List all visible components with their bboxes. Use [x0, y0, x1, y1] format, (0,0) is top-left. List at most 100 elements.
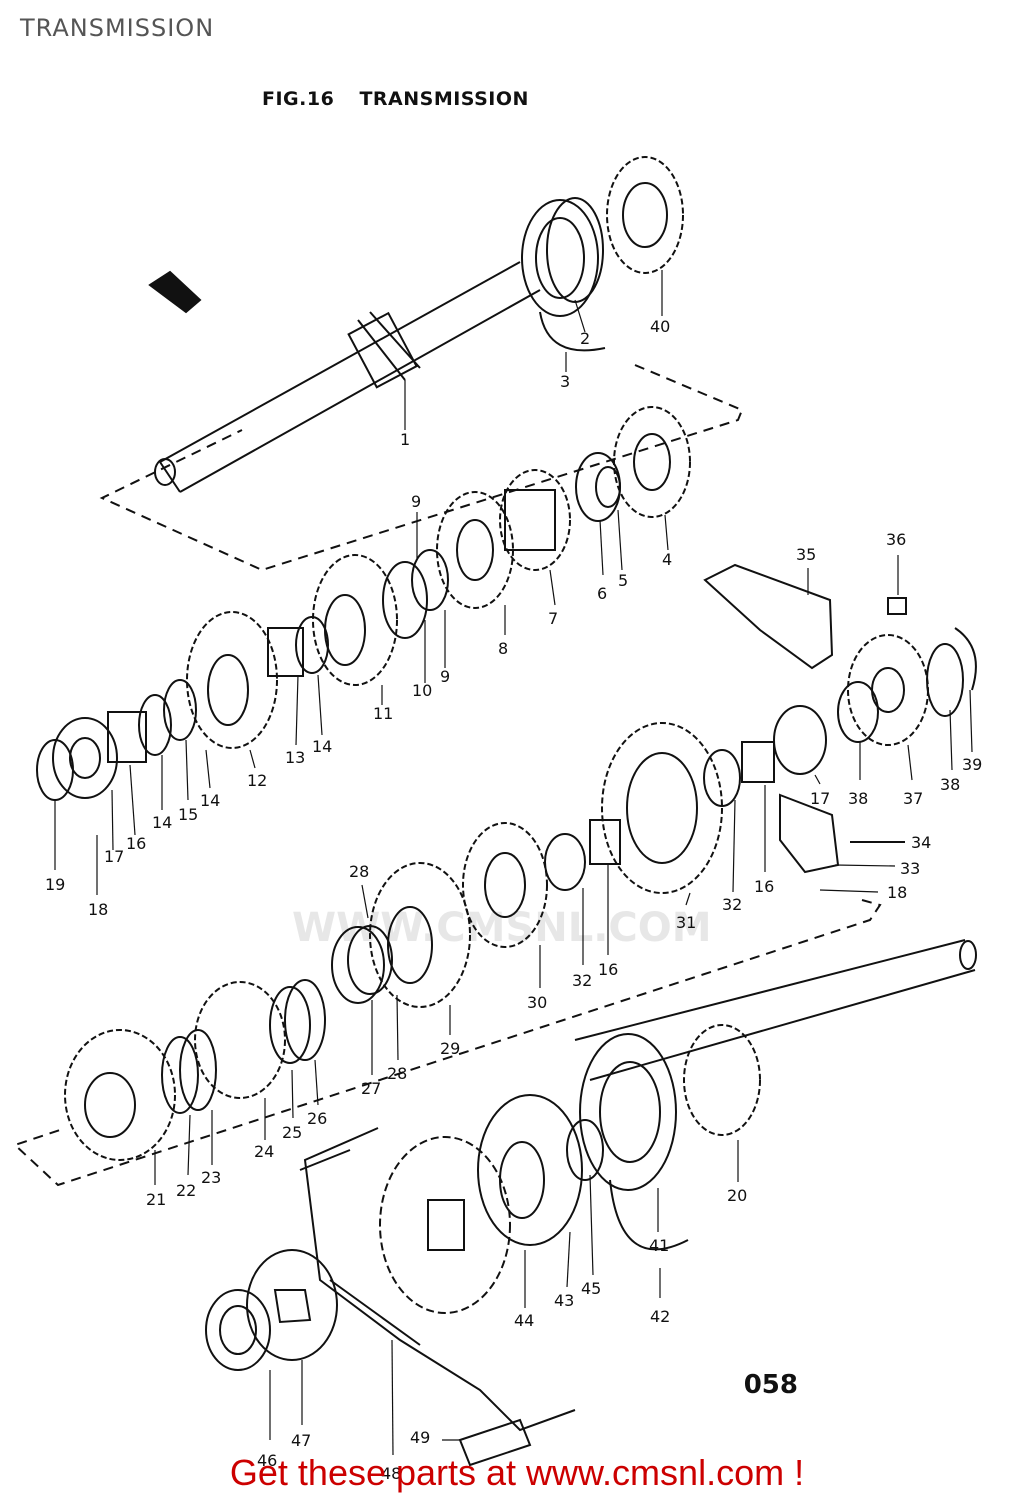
bracket-35 [703, 563, 834, 670]
callout-label: 4 [662, 550, 672, 569]
washer-14 [295, 616, 329, 674]
collar-45 [566, 1119, 604, 1181]
washer-9-10 [382, 549, 449, 639]
page-header: TRANSMISSION [20, 14, 215, 42]
plate-33 [779, 793, 840, 874]
callout-label: 33 [900, 859, 920, 878]
callout-label: 41 [649, 1236, 669, 1255]
gear-4 [613, 406, 691, 518]
callout-label: 5 [618, 571, 628, 590]
callout-label: 25 [282, 1123, 302, 1142]
callout-label: 16 [126, 834, 146, 853]
callout-label: 32 [572, 971, 592, 990]
callout-label: 3 [560, 372, 570, 391]
figure-title-text: TRANSMISSION [359, 88, 529, 110]
callout-label: 38 [940, 775, 960, 794]
callout-label: 43 [554, 1291, 574, 1310]
gear-40 [606, 156, 684, 274]
gear-30 [462, 822, 548, 948]
circlip-25-26 [269, 979, 326, 1064]
callout-label: 9 [411, 492, 421, 511]
gear-11 [312, 554, 398, 686]
callout-label: 28 [387, 1064, 407, 1083]
callout-label: 14 [312, 737, 332, 756]
gear-37 [847, 634, 929, 746]
bearing-16c [589, 819, 621, 865]
sprocket-44 [379, 1136, 511, 1314]
oil-seal-43 [477, 1094, 583, 1246]
callout-label: 10 [412, 681, 432, 700]
callout-label: 32 [722, 895, 742, 914]
bolt-36 [887, 597, 907, 615]
callout-label: 28 [349, 862, 369, 881]
callout-label: 26 [307, 1109, 327, 1128]
callout-label: 19 [45, 875, 65, 894]
gear-7 [499, 469, 571, 571]
callout-label: 16 [598, 960, 618, 979]
callout-label: 18 [88, 900, 108, 919]
callout-label: 9 [440, 667, 450, 686]
washer-47 [246, 1249, 338, 1361]
callout-label: 37 [903, 789, 923, 808]
callout-label: 47 [291, 1431, 311, 1450]
callout-label: 48 [381, 1464, 401, 1483]
reference-code: 058 [743, 1370, 798, 1400]
callout-label: 35 [796, 545, 816, 564]
bearing-2 [521, 197, 604, 317]
callout-label: 16 [754, 877, 774, 896]
circlip-28-27 [331, 925, 393, 1004]
callout-label: 14 [152, 813, 172, 832]
callout-label: 14 [200, 791, 220, 810]
gear-31 [601, 722, 723, 894]
callout-label: 30 [527, 993, 547, 1012]
circlip-3 [539, 311, 606, 352]
callout-label: 34 [911, 833, 931, 852]
chain-48 [303, 1127, 576, 1432]
callout-label: 18 [887, 883, 907, 902]
callout-label: 44 [514, 1311, 534, 1330]
bearing-6-5 [575, 452, 621, 522]
callout-label: 49 [410, 1428, 430, 1447]
assembly-outline-bottom [13, 899, 882, 1187]
callout-label: 40 [650, 317, 670, 336]
bearing-16 [107, 711, 147, 763]
washer-38 [837, 643, 964, 743]
washer-15-14 [138, 679, 197, 756]
callout-label: 17 [104, 847, 124, 866]
gear-8 [436, 491, 514, 609]
callout-label: 42 [650, 1307, 670, 1326]
callout-label: 7 [548, 609, 558, 628]
main-shaft [154, 261, 541, 493]
washer-32 [703, 749, 741, 807]
circlip-39 [954, 627, 977, 691]
callout-label: 21 [146, 1190, 166, 1209]
callout-label: 29 [440, 1039, 460, 1058]
callout-label: 22 [176, 1181, 196, 1200]
figure-title: FIG.16 TRANSMISSION [262, 88, 529, 110]
countershaft-20 [574, 939, 977, 1136]
callout-label: 31 [676, 913, 696, 932]
callout-label: 38 [848, 789, 868, 808]
callout-label: 6 [597, 584, 607, 603]
gear-29 [369, 862, 471, 1008]
bearing-41 [579, 1033, 677, 1191]
washer-32b [544, 833, 586, 891]
circlip-42 [609, 1179, 689, 1251]
callout-label: 17 [810, 789, 830, 808]
callout-label: 11 [373, 704, 393, 723]
bushing-17 [52, 717, 118, 799]
callout-label: 46 [257, 1451, 277, 1470]
callout-label: 36 [886, 530, 906, 549]
leader-lines [54, 270, 973, 1456]
callout-label: 23 [201, 1168, 221, 1187]
figure-number: FIG.16 [262, 88, 335, 110]
bearing-16b [741, 741, 775, 783]
callout-label: 1 [400, 430, 410, 449]
cta-link[interactable]: Get these parts at www.cmsnl.com ! [229, 1452, 805, 1493]
callout-label: 24 [254, 1142, 274, 1161]
gear-21 [64, 1029, 176, 1161]
bushing-17b [773, 705, 827, 775]
callout-label: 39 [962, 755, 982, 774]
assembly-outline-top [99, 364, 744, 572]
